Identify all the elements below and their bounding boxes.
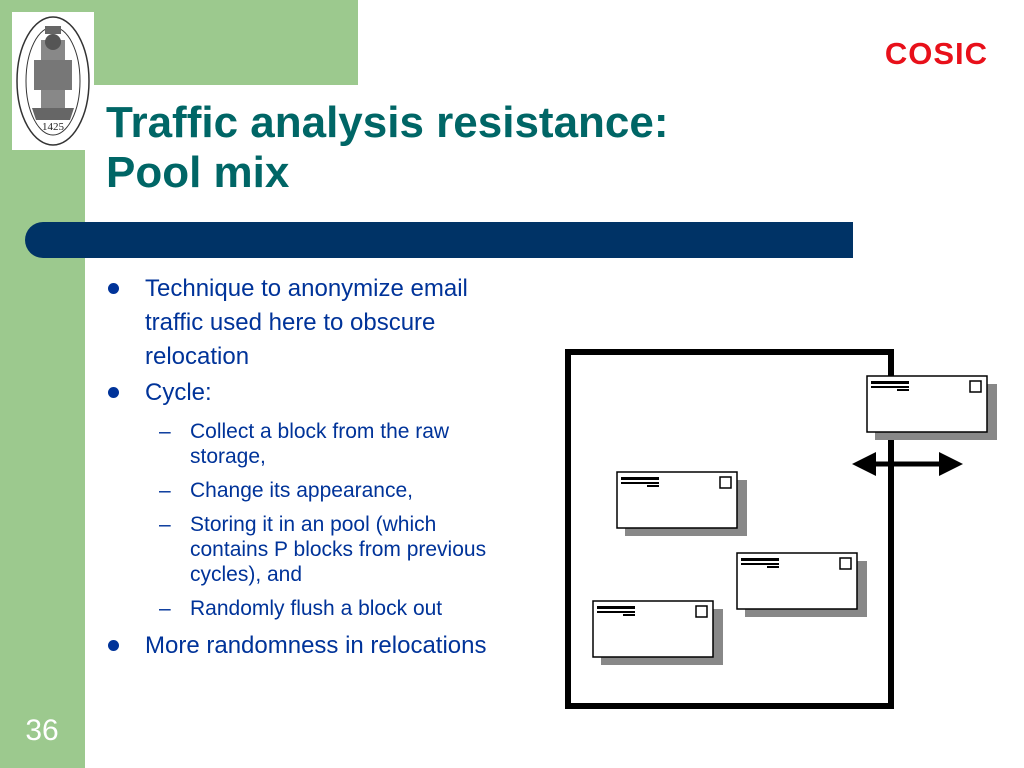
title-divider-bar <box>25 222 853 258</box>
envelope-icon <box>866 375 997 440</box>
bullet-dot-icon <box>108 640 119 651</box>
dash-icon: – <box>159 479 171 502</box>
bullet-text: More randomness in relocations <box>145 632 487 659</box>
envelope-icon <box>616 471 747 536</box>
envelope-icon <box>736 552 867 617</box>
bullet-item: More randomness in relocations <box>106 629 516 663</box>
sub-bullet-item: –Collect a block from the raw storage, <box>145 419 516 469</box>
slide-title: Traffic analysis resistance: Pool mix <box>106 98 669 198</box>
bullet-dot-icon <box>108 387 119 398</box>
bullet-list: Technique to anonymize email traffic use… <box>106 272 516 663</box>
sub-bullet-text: Change its appearance, <box>190 479 413 502</box>
bullet-dot-icon <box>108 283 119 294</box>
bullet-item: Technique to anonymize email traffic use… <box>106 272 516 374</box>
bullet-text: Technique to anonymize email traffic use… <box>145 275 468 370</box>
double-arrow-icon <box>852 452 963 476</box>
university-seal-logo: 1425 <box>12 12 94 150</box>
dash-icon: – <box>159 597 171 620</box>
bullet-item: Cycle: –Collect a block from the raw sto… <box>106 376 516 621</box>
sub-bullet-text: Collect a block from the raw storage, <box>190 420 450 468</box>
cosic-logo: COSIC <box>884 36 988 71</box>
sub-bullet-text: Storing it in an pool (which contains P … <box>190 513 487 586</box>
sub-bullet-item: –Change its appearance, <box>145 478 516 503</box>
bullet-text: Cycle: <box>145 379 212 406</box>
envelope-icon <box>592 600 723 665</box>
slide-number: 36 <box>25 714 58 747</box>
title-line-2: Pool mix <box>106 148 290 197</box>
pool-box <box>565 349 894 709</box>
dash-icon: – <box>159 420 171 443</box>
sub-bullet-text: Randomly flush a block out <box>190 597 443 620</box>
seal-year: 1425 <box>42 121 65 133</box>
dash-icon: – <box>159 513 171 536</box>
sub-bullet-item: –Randomly flush a block out <box>145 596 516 621</box>
sub-bullet-list: –Collect a block from the raw storage, –… <box>145 419 516 621</box>
sub-bullet-item: –Storing it in an pool (which contains P… <box>145 512 516 587</box>
title-line-1: Traffic analysis resistance: <box>106 98 669 147</box>
